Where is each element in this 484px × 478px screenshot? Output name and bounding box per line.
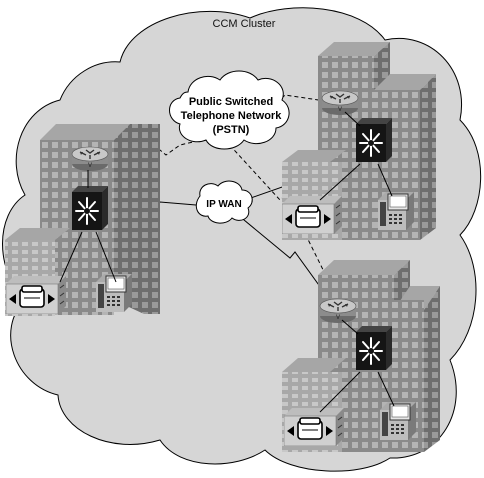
pstn-label-line-1: Public Switched bbox=[189, 96, 273, 108]
ip-wan-label: IP WAN bbox=[206, 199, 241, 210]
pstn-label-line-2: Telephone Network bbox=[181, 110, 283, 122]
ip-wan-cloud bbox=[195, 180, 253, 224]
ip-phone-icon bbox=[380, 402, 416, 440]
pstn-cloud bbox=[169, 70, 290, 150]
ip-phone-icon bbox=[96, 274, 132, 312]
router-icon bbox=[320, 299, 356, 323]
router-icon bbox=[322, 91, 358, 115]
switch-icon bbox=[72, 186, 108, 230]
building-side bbox=[114, 124, 160, 314]
conference-phone-icon bbox=[284, 408, 344, 446]
building-roof bbox=[40, 124, 130, 140]
site-left bbox=[5, 124, 160, 316]
switch-icon bbox=[356, 326, 392, 370]
site-top-right bbox=[282, 42, 436, 240]
router-icon bbox=[72, 147, 108, 171]
switch-icon bbox=[356, 118, 392, 162]
pstn-label-line-3: (PSTN) bbox=[213, 124, 250, 136]
site-bottom-right bbox=[282, 260, 440, 452]
ip-phone-icon bbox=[378, 192, 414, 230]
conference-phone-icon bbox=[282, 196, 342, 234]
cluster-label: CCM Cluster bbox=[213, 18, 276, 30]
conference-phone-icon bbox=[6, 276, 66, 314]
